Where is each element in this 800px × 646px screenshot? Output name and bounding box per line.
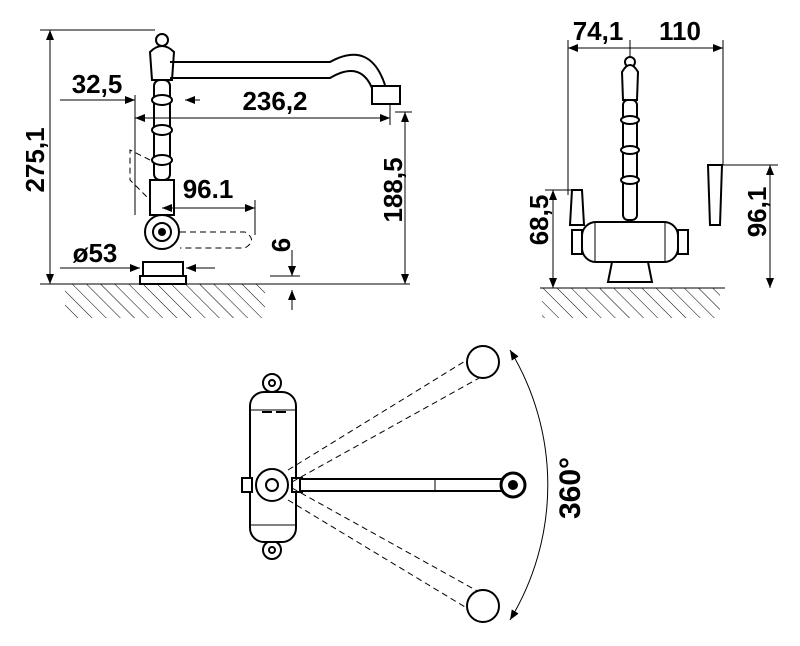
dim-right-width: 110 <box>659 16 701 46</box>
dim-base-diameter: ø53 <box>73 238 118 268</box>
top-view: 360° <box>241 345 587 623</box>
dim-spout-height: 188,5 <box>378 157 408 222</box>
dim-handle-height-right: 96,1 <box>742 187 772 238</box>
dim-spout-reach: 236,2 <box>242 86 307 116</box>
dim-height-total: 275,1 <box>20 127 50 192</box>
side-view: 275,1 32,5 236,2 188,5 96.1 ø53 6 <box>20 29 412 318</box>
floor-hatch <box>65 284 265 318</box>
dim-base-thickness: 6 <box>266 238 296 252</box>
dim-handle-height-left: 68,5 <box>524 195 554 246</box>
faucet-body-front <box>568 56 724 283</box>
dim-offset: 32,5 <box>72 69 123 99</box>
faucet-body-side <box>129 33 401 285</box>
dim-left-width: 74,1 <box>573 16 624 46</box>
floor-hatch-front <box>542 288 720 318</box>
dim-handle-reach: 96.1 <box>183 174 234 204</box>
dim-rotation: 360° <box>554 457 587 519</box>
front-view: 74,1 110 68,5 96,1 <box>524 16 778 318</box>
